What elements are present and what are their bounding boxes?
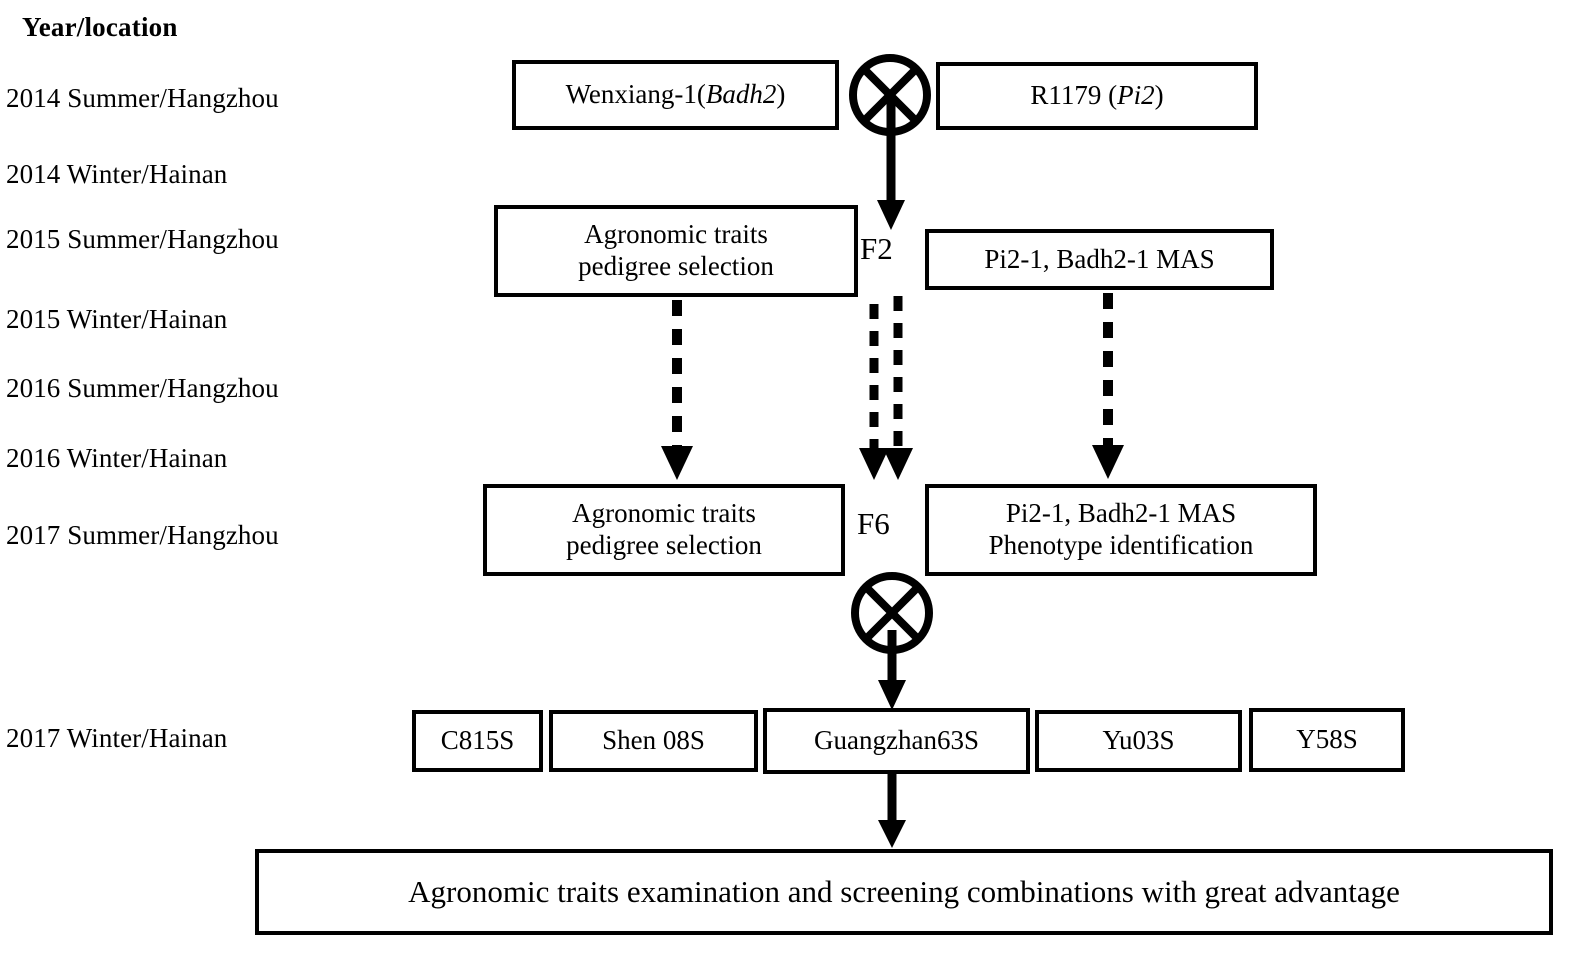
outcome-label: Agronomic traits examination and screeni… xyxy=(408,874,1400,910)
timeline-item-2016-summer: 2016 Summer/Hangzhou xyxy=(6,373,279,403)
dashed-arrow-f2-right-to-f6-right xyxy=(1092,293,1124,479)
dashed-arrow-f2-center-right xyxy=(883,296,913,480)
timeline-item-2017-summer: 2017 Summer/Hangzhou xyxy=(6,520,279,550)
dashed-arrow-f2-center-left xyxy=(859,304,889,480)
f2-right-box-mas: Pi2-1, Badh2-1 MAS xyxy=(925,229,1274,290)
timeline-item-2015-winter: 2015 Winter/Hainan xyxy=(6,304,228,334)
f6-left-line2: pedigree selection xyxy=(566,530,762,560)
cross-circle-icon-bottom xyxy=(851,572,933,654)
tester-label-yu03s: Yu03S xyxy=(1102,725,1175,756)
timeline-header: Year/location xyxy=(22,12,178,42)
parent-right-text: R1179 (Pi2) xyxy=(1030,80,1163,111)
stage-label-f2: F2 xyxy=(860,231,893,266)
tester-label-c815s: C815S xyxy=(440,725,515,756)
gene-badh2: Badh2 xyxy=(705,79,777,110)
timeline-item-2015-summer: 2015 Summer/Hangzhou xyxy=(6,224,279,254)
tester-box-yu03s: Yu03S xyxy=(1035,710,1242,772)
arrow-parents-to-f2 xyxy=(877,92,905,230)
arrow-testers-to-outcome xyxy=(878,774,906,848)
timeline-item-2016-winter: 2016 Winter/Hainan xyxy=(6,443,228,473)
stage-label-f6: F6 xyxy=(857,506,890,541)
f6-right-line1: Pi2-1, Badh2-1 MAS xyxy=(1005,498,1237,529)
f6-right-line2: Phenotype identification xyxy=(988,530,1254,560)
timeline-item-2014-summer: 2014 Summer/Hangzhou xyxy=(6,83,279,113)
tester-label-guangzhan63s: Guangzhan63S xyxy=(814,725,979,756)
tester-box-guangzhan63s: Guangzhan63S xyxy=(763,708,1030,774)
f2-left-line2: pedigree selection xyxy=(578,251,774,281)
f6-left-line1: Agronomic traits xyxy=(572,498,756,529)
parent-right-suffix: ) xyxy=(1154,80,1164,111)
parent-left-text: Wenxiang-1(Badh2) xyxy=(566,79,786,110)
tester-label-y58s: Y58S xyxy=(1296,724,1358,755)
timeline-item-2017-winter: 2017 Winter/Hainan xyxy=(6,723,228,753)
tester-label-shen-08s: Shen 08S xyxy=(602,725,705,756)
tester-box-shen-08s: Shen 08S xyxy=(549,710,758,772)
parent-right-prefix: R1179 ( xyxy=(1030,80,1118,111)
tester-box-c815s: C815S xyxy=(412,710,543,772)
parent-left-suffix: ) xyxy=(776,79,786,110)
arrow-f6-to-testers xyxy=(878,630,906,710)
dashed-arrow-f2-left-to-f6-left xyxy=(661,300,693,480)
parent-box-wenxiang-1: Wenxiang-1(Badh2) xyxy=(512,60,839,130)
tester-box-y58s: Y58S xyxy=(1249,708,1405,772)
timeline-item-2014-winter: 2014 Winter/Hainan xyxy=(6,159,228,189)
f2-right-line1: Pi2-1, Badh2-1 MAS xyxy=(984,243,1215,274)
parent-box-r1179: R1179 (Pi2) xyxy=(936,62,1258,130)
gene-pi2: Pi2 xyxy=(1117,80,1155,111)
parent-left-prefix: Wenxiang-1( xyxy=(565,79,706,110)
outcome-banner: Agronomic traits examination and screeni… xyxy=(255,849,1553,935)
f2-left-line1: Agronomic traits xyxy=(584,219,768,250)
